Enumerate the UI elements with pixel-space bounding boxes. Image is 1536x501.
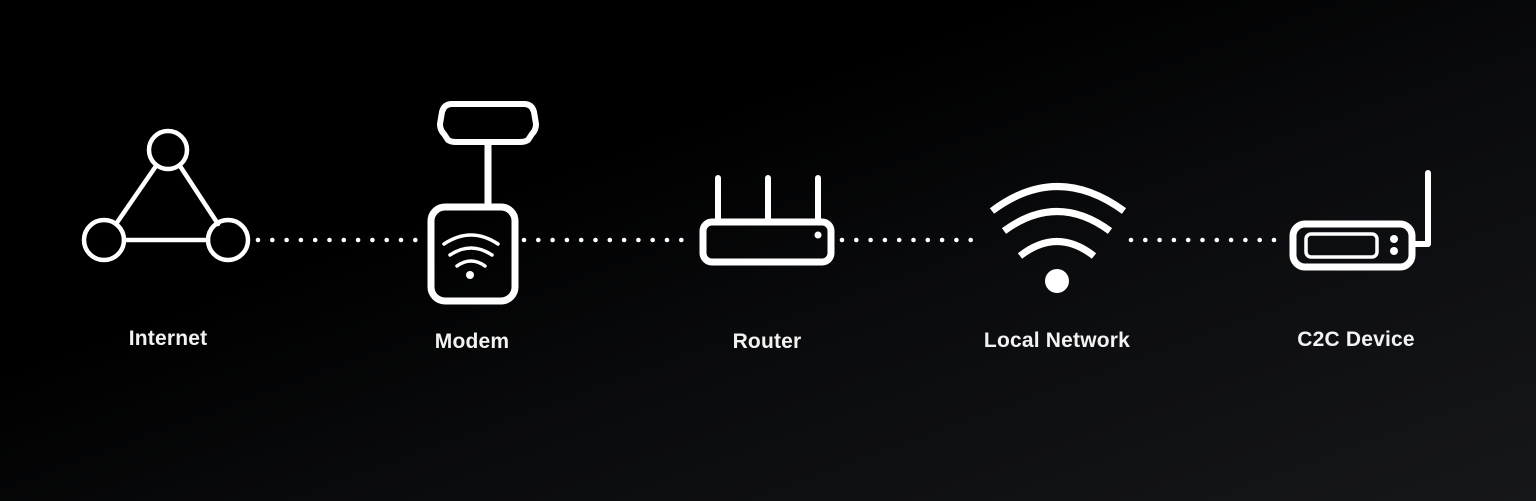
node-label-router: Router <box>732 330 802 353</box>
node-label-local-network: Local Network <box>983 329 1131 352</box>
node-label-c2c-device: C2C Device <box>1297 328 1415 351</box>
dotted-connector-router-to-local-network <box>839 237 973 243</box>
modem-icon <box>427 101 539 305</box>
c2c-device-icon <box>1289 170 1431 271</box>
node-label-modem: Modem <box>434 330 510 353</box>
network-triangle-icon <box>81 128 251 263</box>
wifi-icon <box>989 183 1127 293</box>
node-label-internet: Internet <box>128 327 208 350</box>
dotted-connector-local-network-to-c2c-device <box>1128 237 1277 243</box>
router-icon <box>699 175 835 266</box>
connectors <box>255 237 1277 243</box>
dotted-connector-internet-to-modem <box>255 237 418 243</box>
dotted-connector-modem-to-router <box>521 237 684 243</box>
